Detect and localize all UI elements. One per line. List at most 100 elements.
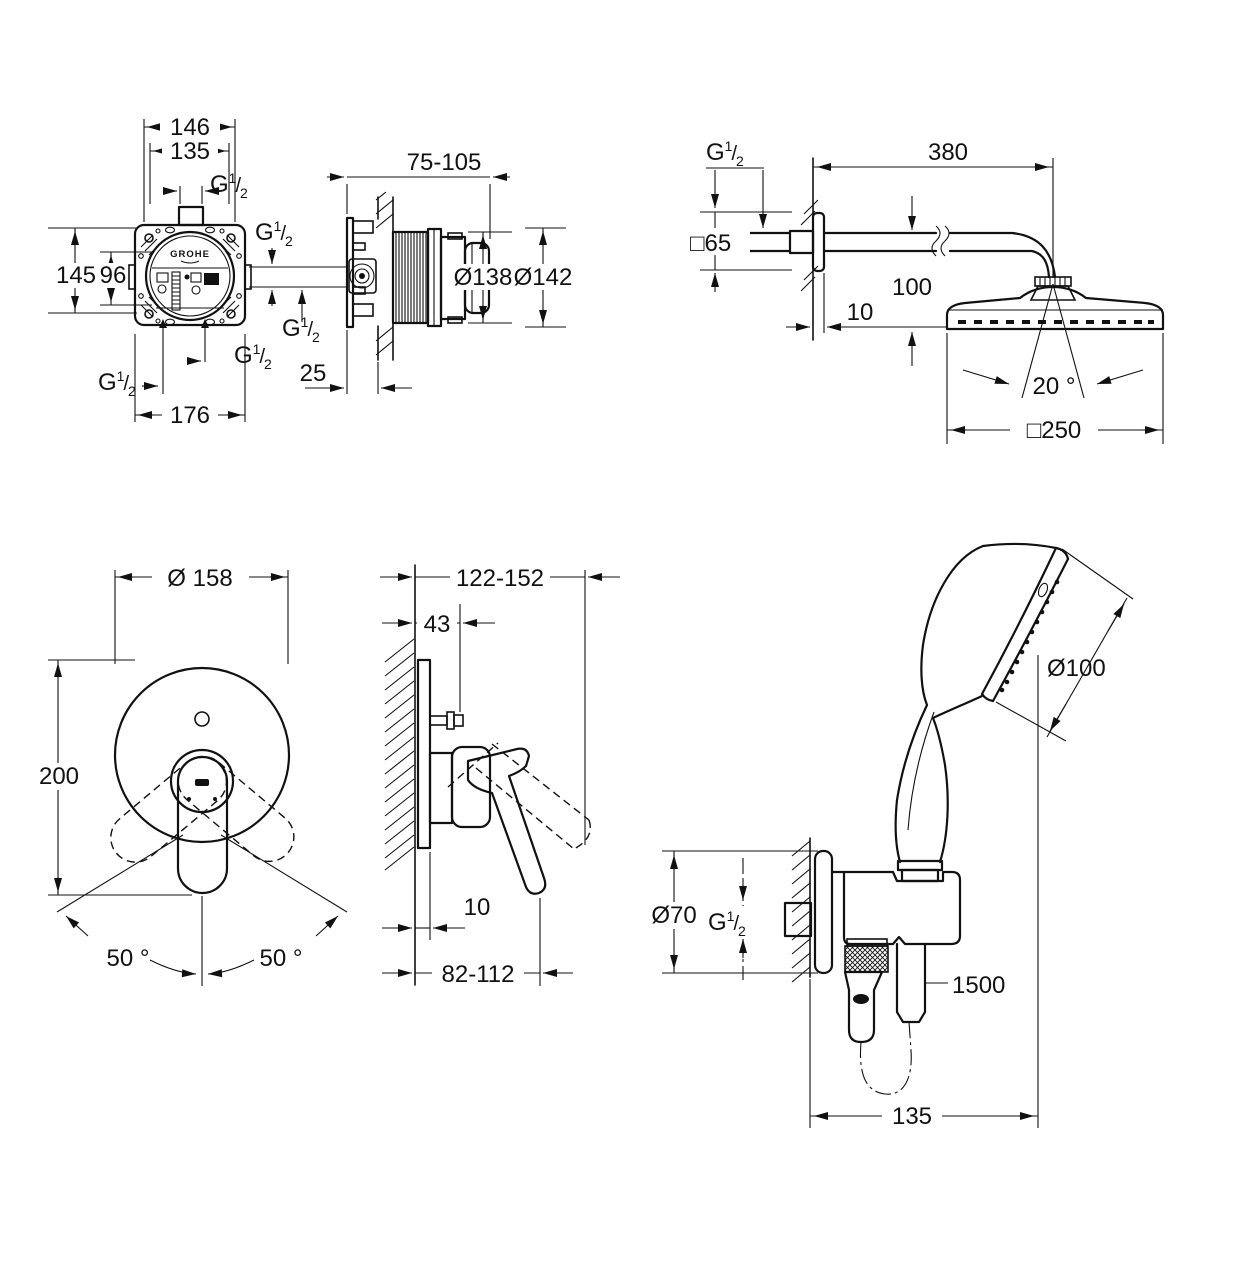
svg-text:20 °: 20 ° — [1033, 373, 1076, 400]
pipe-break-symbol — [931, 225, 950, 257]
hose-cone — [843, 970, 884, 1044]
dim-100: 100 — [892, 196, 932, 366]
thread-label-bottom-left: G1/2 — [98, 368, 158, 399]
hand-shower-front — [931, 694, 984, 864]
box-collar-inner — [149, 235, 231, 317]
hand-shower-diagram: Ø100 Ø70 G1/2 1500 135 — [645, 542, 1134, 1130]
brand-logo: GROHE — [170, 249, 210, 260]
svg-text:100: 100 — [892, 274, 932, 301]
trim-front-view: Ø 158 200 50 ° 50 ° — [34, 565, 348, 986]
svg-text:75-105: 75-105 — [407, 149, 482, 176]
svg-text:145: 145 — [56, 262, 96, 289]
svg-text:Ø142: Ø142 — [514, 264, 573, 291]
cartridge-dome — [450, 745, 492, 829]
dim-swing-angles: 50 ° 50 ° — [56, 834, 348, 986]
svg-text:1500: 1500 — [952, 972, 1005, 999]
trim-plate — [113, 666, 291, 844]
terminal-block — [204, 273, 219, 285]
arm-bend — [948, 231, 1057, 279]
hand-spray-nozzles — [999, 579, 1060, 693]
dim-diameter-138: Ø138 — [452, 231, 514, 324]
dim-75-105: 75-105 — [327, 149, 510, 239]
svg-text:50 °: 50 ° — [107, 945, 150, 972]
thread-label-arm: G1/2 — [706, 138, 767, 228]
diverter-button — [194, 711, 210, 727]
svg-text:10: 10 — [847, 299, 874, 326]
right-port-tab — [244, 264, 252, 290]
thread-label-top: G1/2 — [163, 170, 248, 204]
svg-text:Ø70: Ø70 — [651, 902, 696, 929]
dim-82-112: 82-112 — [382, 898, 573, 988]
wall-hatch — [375, 191, 394, 356]
dim-square-250: □250 — [946, 333, 1164, 444]
svg-text:380: 380 — [928, 139, 968, 166]
svg-text:□250: □250 — [1027, 417, 1082, 444]
svg-text:G1/2: G1/2 — [210, 170, 248, 201]
shower-arm — [822, 231, 938, 253]
svg-text:96: 96 — [100, 262, 127, 289]
svg-text:135: 135 — [892, 1103, 932, 1130]
wall-hatch — [384, 638, 415, 871]
mixer-box-front-view: GROHE 146 135 — [48, 114, 347, 429]
thread-label-side-view: G1/2 — [282, 290, 320, 345]
lever-handle — [176, 755, 229, 895]
dim-43: 43 — [382, 604, 495, 712]
svg-text:50 °: 50 ° — [260, 945, 303, 972]
svg-text:82-112: 82-112 — [442, 961, 515, 988]
svg-text:10: 10 — [464, 894, 491, 921]
dim-122-152: 122-152 — [380, 565, 620, 845]
svg-text:25: 25 — [300, 360, 327, 387]
svg-text:200: 200 — [39, 763, 79, 790]
wall-hatch — [800, 199, 819, 292]
holder-flange — [813, 849, 834, 975]
trim-plate-side — [416, 658, 432, 850]
head-shower-diagram: 380 G1/2 □65 10 100 20 ° — [688, 138, 1165, 444]
brand-laurel — [180, 260, 200, 264]
lever-collar — [169, 748, 235, 814]
side-port — [349, 263, 375, 289]
shower-holder-body — [830, 870, 962, 946]
dim-145: 145 — [48, 227, 137, 314]
svg-text:G1/2: G1/2 — [255, 218, 293, 249]
shower-head-profile — [945, 285, 1165, 331]
svg-text:G1/2: G1/2 — [282, 314, 320, 345]
dim-diameter-158: Ø 158 — [114, 565, 289, 664]
arm-escutcheon — [811, 211, 826, 273]
knurled-nut — [844, 945, 889, 973]
svg-text:135: 135 — [170, 138, 210, 165]
dim-diameter-100: Ø100 — [995, 548, 1134, 742]
spray-mode-hole — [1037, 582, 1049, 598]
svg-text:Ø138: Ø138 — [454, 264, 513, 291]
svg-text:43: 43 — [424, 611, 451, 638]
svg-text:122-152: 122-152 — [456, 565, 544, 592]
left-port-tab — [128, 264, 136, 290]
dim-angle-20: 20 ° — [962, 283, 1144, 400]
top-port-stub — [177, 205, 205, 227]
handle-cone-ring — [896, 859, 944, 872]
wall-hatch — [791, 840, 811, 983]
dim-380: 380 — [813, 139, 1054, 278]
shower-arm-thread-end — [743, 231, 792, 253]
svg-text:G1/2: G1/2 — [234, 341, 272, 372]
box-collar-outer — [144, 230, 236, 322]
dim-diameter-142: Ø142 — [512, 227, 574, 328]
trim-side-view: 122-152 43 10 82-112 — [380, 564, 620, 988]
lever-side — [466, 747, 547, 895]
svg-text:176: 176 — [170, 402, 210, 429]
dim-diameter-70: Ø70 — [645, 850, 818, 974]
dim-135-offset: 135 — [809, 979, 1038, 1130]
svg-text:Ø100: Ø100 — [1047, 655, 1106, 682]
spray-face-inner-edge — [980, 546, 1058, 703]
svg-text:G1/2: G1/2 — [98, 368, 136, 399]
thread-label-right: G1/2 — [249, 218, 347, 306]
supply-square-port — [783, 901, 813, 938]
dim-10-plate: 10 — [382, 852, 490, 940]
svg-text:146: 146 — [170, 114, 210, 141]
svg-text:G1/2: G1/2 — [708, 908, 746, 939]
hose-loop — [859, 1021, 912, 1095]
mounting-plate — [345, 216, 355, 329]
thread-label-holder: G1/2 — [705, 858, 759, 980]
thread-label-bottom-mid: G1/2 — [187, 341, 272, 372]
